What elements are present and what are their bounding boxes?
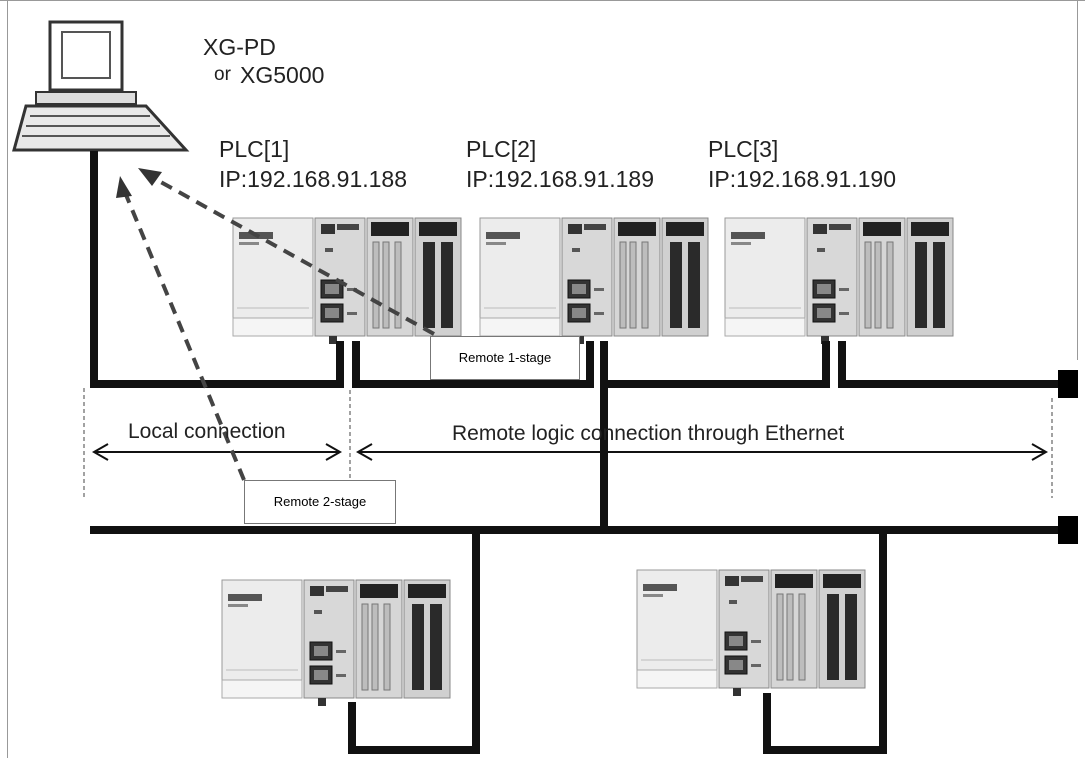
plc-3-ip: IP:192.168.91.190 bbox=[708, 166, 896, 193]
software-or: or bbox=[214, 64, 231, 86]
plc-1-ip: IP:192.168.91.188 bbox=[219, 166, 407, 193]
plc-5-unit bbox=[637, 570, 865, 696]
plc-2-ip: IP:192.168.91.189 bbox=[466, 166, 654, 193]
remote-1-stage-callout: Remote 1-stage bbox=[430, 336, 580, 380]
plc-3-name: PLC[3] bbox=[708, 136, 778, 163]
computer-icon bbox=[14, 22, 186, 150]
arrow-head-icon bbox=[138, 168, 162, 186]
local-connection-label: Local connection bbox=[128, 420, 286, 444]
remote-1-stage-label: Remote 1-stage bbox=[459, 350, 552, 366]
arrow-head-icon bbox=[116, 176, 132, 198]
remote-connection-label: Remote logic connection through Ethernet bbox=[452, 422, 844, 446]
plc-4-unit bbox=[222, 580, 450, 706]
terminator-icon bbox=[1058, 516, 1078, 544]
software-name: XG-PD bbox=[203, 34, 276, 61]
plc-3-unit bbox=[725, 218, 953, 344]
plc-1-name: PLC[1] bbox=[219, 136, 289, 163]
remote-2-stage-callout: Remote 2-stage bbox=[244, 480, 396, 524]
plc-2-unit bbox=[480, 218, 708, 344]
remote-2-stage-label: Remote 2-stage bbox=[274, 494, 367, 510]
software-alt-name: XG5000 bbox=[240, 62, 324, 89]
terminator-icon bbox=[1058, 370, 1078, 398]
plc-1-unit bbox=[233, 218, 461, 344]
plc-2-name: PLC[2] bbox=[466, 136, 536, 163]
